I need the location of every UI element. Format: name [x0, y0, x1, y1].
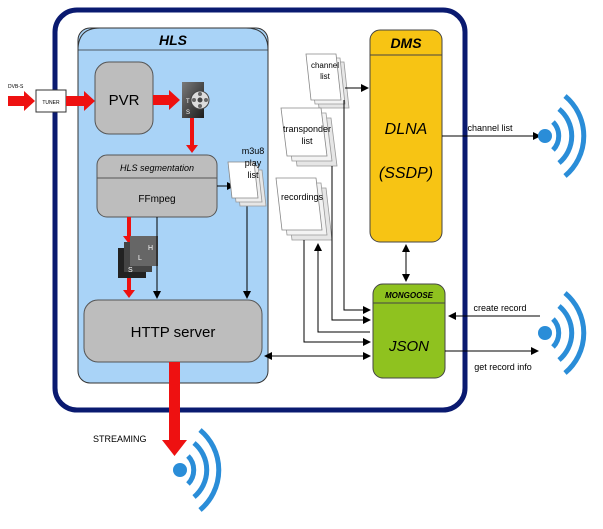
create-record-label: create record — [473, 303, 526, 313]
ts-letter-s: S — [186, 110, 190, 116]
m3u8-playlist-doc — [227, 161, 267, 207]
mongoose-box: MONGOOSE JSON — [372, 283, 446, 379]
wireless-icon-channel-list — [538, 94, 587, 178]
ts-letter-t: T — [186, 99, 190, 105]
m3u8-line1: m3u8 — [242, 146, 265, 156]
m3u8-line2: play — [245, 158, 262, 168]
ffmpeg-label: FFmpeg — [138, 194, 175, 205]
streaming-arrow — [162, 362, 187, 456]
ts-film-icon: T S — [182, 82, 210, 118]
recordings-doc — [275, 177, 333, 241]
segmentation-box: HLS segmentation FFmpeg — [96, 154, 218, 218]
json-to-recordings-arrow — [314, 243, 370, 333]
segmentation-title: HLS segmentation — [120, 163, 194, 173]
hls-icon-to-http-arrow — [123, 278, 135, 298]
recordings-to-json-arrow — [303, 240, 371, 346]
recordings-label: recordings — [281, 192, 324, 202]
channel-list-doc — [305, 53, 350, 109]
dvb-arrow — [8, 91, 35, 111]
hls-letter-l: L — [138, 255, 142, 262]
dms-title: DMS — [390, 35, 422, 51]
http-server-label: HTTP server — [131, 324, 216, 341]
get-record-info-label: get record info — [474, 362, 532, 372]
ssdp-label: (SSDP) — [379, 165, 433, 182]
tuner-to-pvr-arrow — [66, 91, 95, 111]
json-label: JSON — [388, 338, 429, 355]
pvr-to-ts-arrow — [153, 90, 180, 110]
channel-list-out-label: channel list — [467, 123, 513, 133]
hls-stack-icon: H L S — [118, 236, 158, 278]
dvb-label: DVB-S — [8, 84, 24, 90]
tuner-label: TUNER — [42, 100, 60, 106]
wireless-icon-streaming — [173, 428, 222, 512]
wireless-icon-records — [538, 291, 587, 375]
hls-title: HLS — [159, 32, 188, 48]
hls-letter-s: S — [128, 267, 133, 274]
channel-to-json-arrow — [343, 100, 371, 314]
m3u8-line3: list — [248, 170, 259, 180]
transponder-list-doc — [280, 107, 338, 167]
dlna-label: DLNA — [385, 121, 428, 138]
transponder-to-json-arrow — [331, 166, 371, 324]
channel-list-line1: channel — [311, 61, 339, 70]
hls-letter-h: H — [148, 245, 153, 252]
dms-panel: DMS DLNA (SSDP) — [369, 29, 443, 243]
streaming-label: STREAMING — [93, 434, 147, 444]
pvr-label: PVR — [109, 92, 140, 109]
mongoose-title: MONGOOSE — [385, 291, 434, 300]
ts-to-seg-arrow — [186, 118, 198, 153]
transponder-line2: list — [302, 136, 313, 146]
channel-list-line2: list — [320, 72, 331, 81]
transponder-line1: transponder — [283, 124, 331, 134]
